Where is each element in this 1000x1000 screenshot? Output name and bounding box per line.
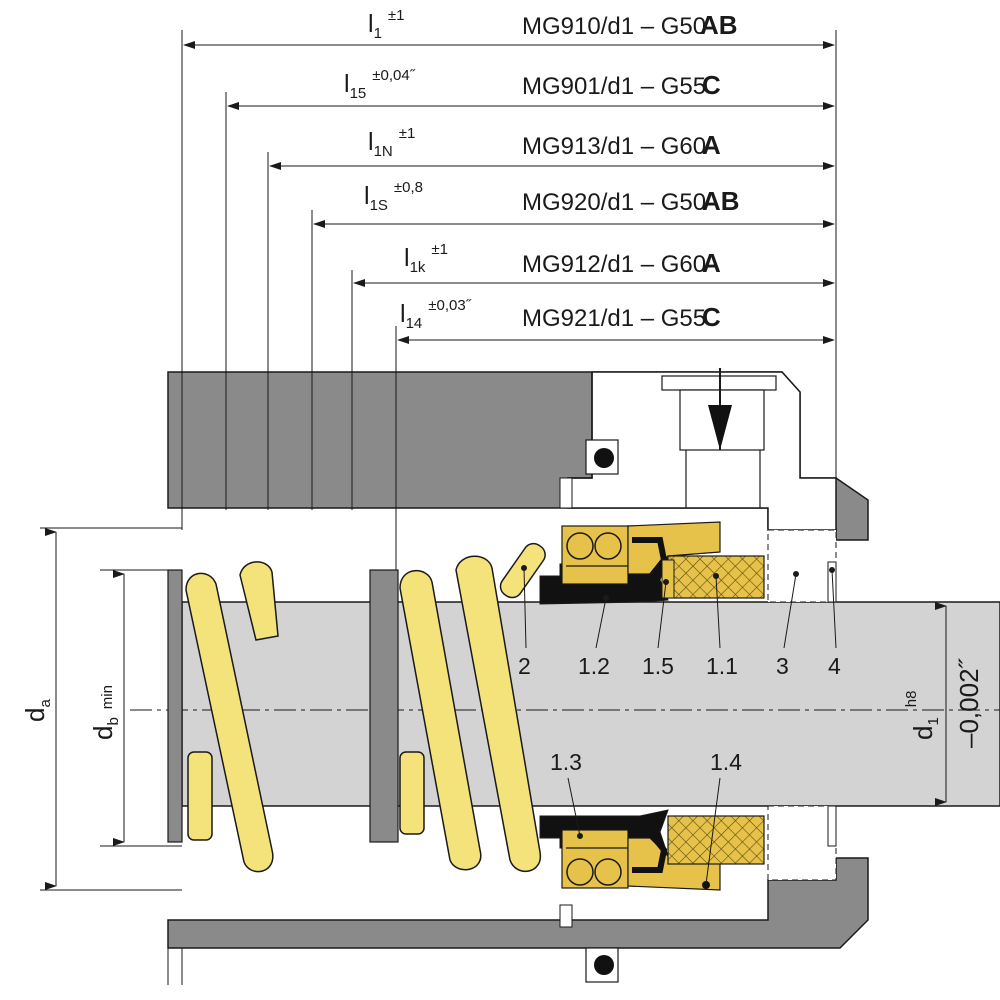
svg-text:l14±0,03˝: l14±0,03˝ <box>400 297 472 332</box>
svg-text:MG901/d1 – G55: MG901/d1 – G55 <box>522 73 706 100</box>
dim-row-6: l14±0,03˝ MG921/d1 – G55 C <box>400 297 721 332</box>
rotary-unit-bottom <box>539 809 765 891</box>
svg-text:l1k±1: l1k±1 <box>404 241 448 276</box>
left-dimensions <box>40 527 182 891</box>
rotary-unit-top <box>499 521 765 605</box>
housing-bottom <box>167 857 869 985</box>
part-leaders <box>521 565 837 885</box>
svg-text:A: A <box>702 248 721 278</box>
housing-o-ring <box>594 448 614 468</box>
part-label-4: 4 <box>828 653 841 679</box>
part-label-3: 3 <box>776 653 789 679</box>
label-d1-tolerance: –0,002˝ <box>954 657 984 748</box>
spring <box>185 555 541 873</box>
svg-text:MG920/d1 – G50: MG920/d1 – G50 <box>522 189 706 216</box>
part-label-2: 2 <box>518 653 531 679</box>
svg-text:MG912/d1 – G60: MG912/d1 – G60 <box>522 251 706 278</box>
svg-text:AB: AB <box>702 186 740 216</box>
part-label-1-5: 1.5 <box>642 653 674 679</box>
dim-row-3: l1N±1 MG913/d1 – G60 A <box>368 125 721 160</box>
svg-text:d1h8: d1h8 <box>903 691 942 741</box>
svg-text:MG913/d1 – G60: MG913/d1 – G60 <box>522 133 706 160</box>
dim-row-4: l1S±0,8 MG920/d1 – G50 AB <box>364 179 740 216</box>
right-dimensions <box>900 601 970 807</box>
dim-row-1: l1±1 MG910/d1 – G50 AB <box>368 7 738 42</box>
shaft-collars <box>167 569 399 843</box>
svg-text:dbmin: dbmin <box>88 685 122 740</box>
dim-row-2: l15±0,04˝ MG901/d1 – G55 C <box>344 67 721 102</box>
part-label-1-4: 1.4 <box>710 749 742 775</box>
housing-top <box>167 368 869 541</box>
svg-text:C: C <box>702 302 721 332</box>
svg-text:da: da <box>20 699 54 722</box>
shaft <box>130 601 1000 807</box>
svg-text:l1±1: l1±1 <box>368 7 404 42</box>
flush-arrow-icon <box>708 405 732 450</box>
housing-o-ring-bottom <box>594 955 614 975</box>
part-labels: 2 1.2 1.5 1.1 3 4 1.3 1.4 <box>518 653 841 775</box>
length-dimension-lines <box>181 30 837 570</box>
svg-text:AB: AB <box>700 10 738 40</box>
dim-row-5: l1k±1 MG912/d1 – G60 A <box>404 241 721 278</box>
svg-text:–0,002˝: –0,002˝ <box>954 657 984 748</box>
stationary-seat-area <box>767 529 837 881</box>
label-d1: d1h8 <box>903 691 942 741</box>
part-label-1-2: 1.2 <box>578 653 610 679</box>
svg-text:C: C <box>702 70 721 100</box>
svg-text:MG921/d1 – G55: MG921/d1 – G55 <box>522 305 706 332</box>
svg-text:l15±0,04˝: l15±0,04˝ <box>344 67 416 102</box>
svg-text:A: A <box>702 130 721 160</box>
svg-text:MG910/d1 – G50: MG910/d1 – G50 <box>522 13 706 40</box>
svg-text:l1S±0,8: l1S±0,8 <box>364 179 423 214</box>
label-db-min: dbmin <box>88 685 122 740</box>
label-da: da <box>20 699 54 722</box>
part-label-1-3: 1.3 <box>550 749 582 775</box>
svg-text:l1N±1: l1N±1 <box>368 125 415 160</box>
part-label-1-1: 1.1 <box>706 653 738 679</box>
